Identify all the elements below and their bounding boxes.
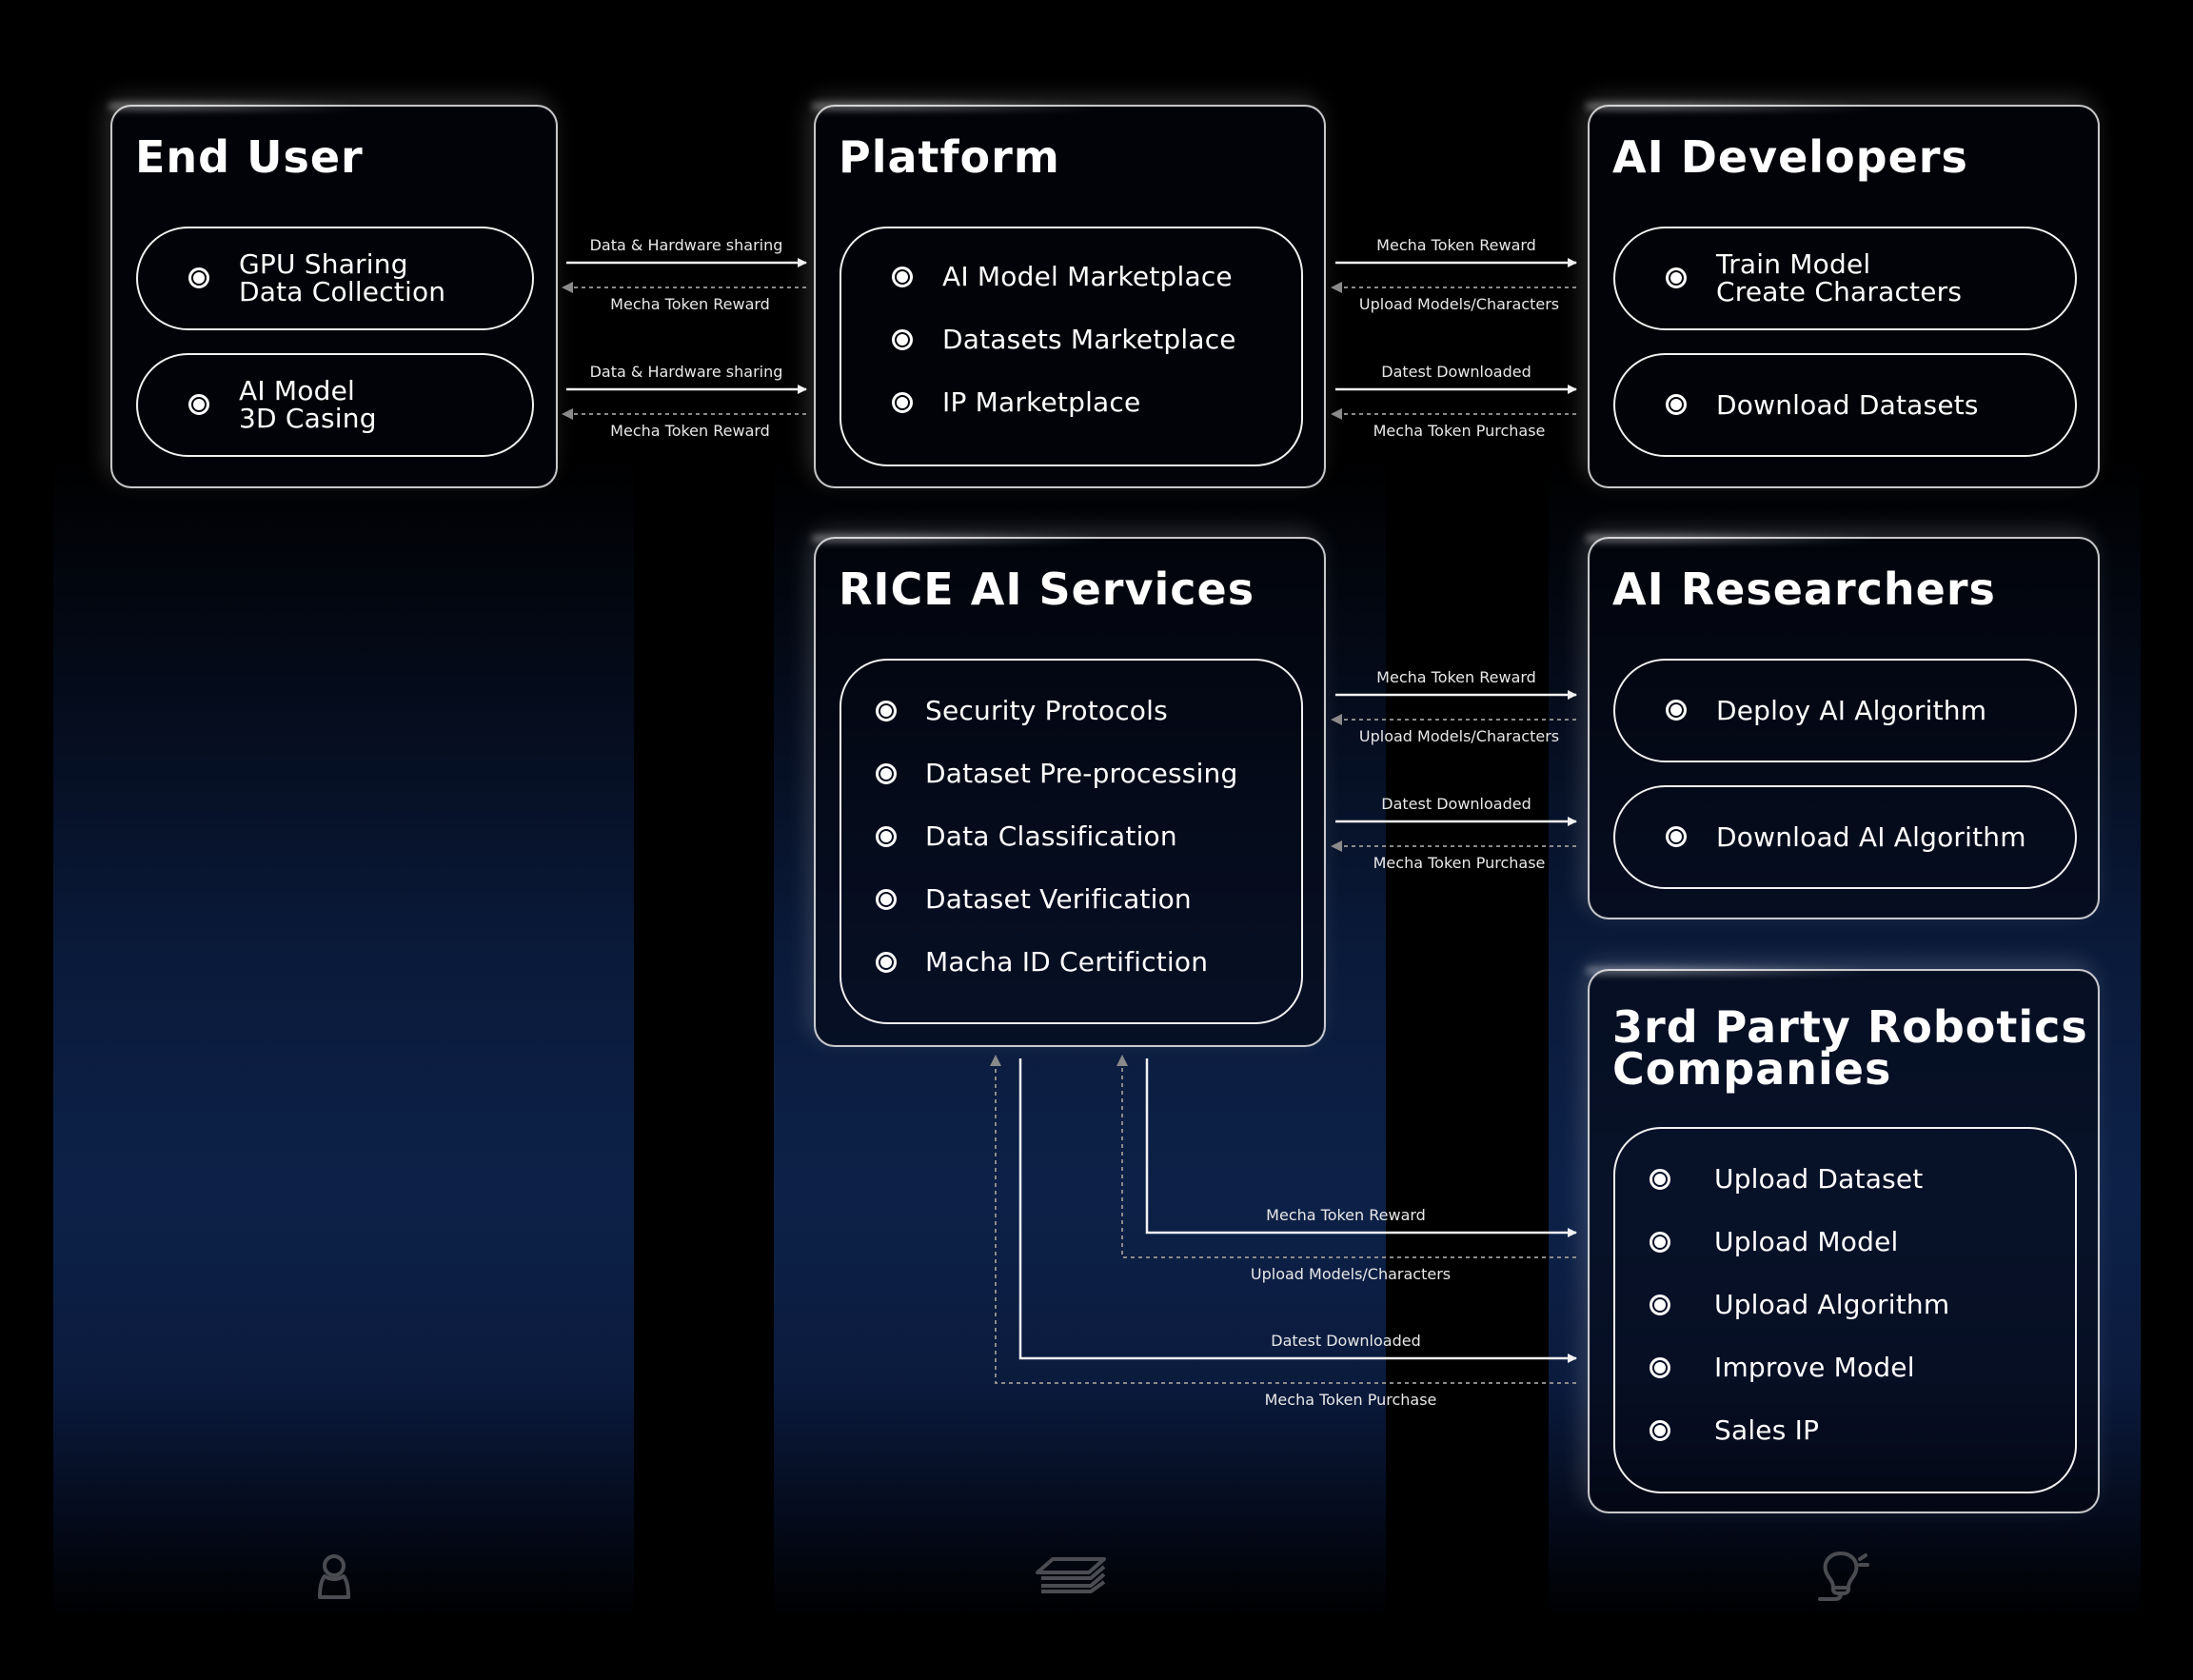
ai-developers-item-line: Download Datasets <box>1716 389 1979 421</box>
connector-label: Data & Hardware sharing <box>589 236 783 254</box>
rice-item[interactable]: Data Classification <box>925 820 1177 852</box>
ai-developers-item[interactable]: Train Model Create Characters <box>1613 227 2077 330</box>
platform-title: Platform <box>839 131 1060 183</box>
robotics-title-line1: 3rd Party Robotics <box>1612 1001 2088 1053</box>
platform-item[interactable]: AI Model Marketplace <box>942 261 1233 292</box>
end-user-item-line: Data Collection <box>239 276 446 307</box>
user-icon <box>318 1554 350 1599</box>
rice-item[interactable]: Dataset Pre-processing <box>925 758 1238 789</box>
connector-label: Upload Models/Characters <box>1358 295 1560 313</box>
robotics-item[interactable]: Upload Algorithm <box>1714 1289 1950 1320</box>
end-user-item-line: 3D Casing <box>239 403 377 434</box>
rice-ai-services-card: RICE AI Services Security Protocols Data… <box>814 537 1326 1047</box>
platform-item[interactable]: Datasets Marketplace <box>942 324 1236 355</box>
platform-card: Platform AI Model Marketplace Datasets M… <box>814 105 1326 488</box>
lightbulb-icon <box>1818 1551 1869 1601</box>
connector-label: Data & Hardware sharing <box>589 363 783 381</box>
arrow-forward-elbow <box>1018 1058 1577 1363</box>
robotics-items-group: Upload Dataset Upload Model Upload Algor… <box>1613 1127 2077 1493</box>
radio-bullet-icon <box>876 763 897 784</box>
ai-researchers-title: AI Researchers <box>1612 563 1996 615</box>
connector-label: Mecha Token Purchase <box>1373 422 1546 440</box>
robotics-item[interactable]: Upload Dataset <box>1714 1163 1924 1195</box>
connector-label: Mecha Token Reward <box>610 422 770 440</box>
connector-label: Datest Downloaded <box>1381 363 1531 381</box>
connector-label: Mecha Token Purchase <box>1264 1391 1437 1409</box>
radio-bullet-icon <box>1666 394 1687 415</box>
radio-bullet-icon <box>188 394 209 415</box>
arrow-forward-elbow <box>1145 1058 1577 1237</box>
radio-bullet-icon <box>1650 1295 1670 1315</box>
radio-bullet-icon <box>876 826 897 847</box>
ai-developers-item-line: Create Characters <box>1716 276 1963 307</box>
connector-label: Datest Downloaded <box>1381 795 1531 813</box>
radio-bullet-icon <box>1666 700 1687 721</box>
ai-researchers-item[interactable]: Download AI Algorithm <box>1613 785 2077 889</box>
arrow-backward-dashed-elbow <box>1116 1055 1576 1258</box>
end-user-card: End User GPU Sharing Data Collection AI … <box>110 105 558 488</box>
radio-bullet-icon <box>1650 1169 1670 1190</box>
radio-bullet-icon <box>188 267 209 288</box>
ai-researchers-item-label: Deploy AI Algorithm <box>1716 695 1987 726</box>
rice-ai-services-title: RICE AI Services <box>839 563 1255 615</box>
layers-icon <box>1036 1557 1106 1593</box>
connector-label: Mecha Token Reward <box>1266 1206 1426 1224</box>
rice-item[interactable]: Macha ID Certifiction <box>925 946 1209 978</box>
end-user-item[interactable]: GPU Sharing Data Collection <box>136 227 534 330</box>
radio-bullet-icon <box>892 392 913 413</box>
platform-item[interactable]: IP Marketplace <box>942 386 1141 418</box>
radio-bullet-icon <box>876 889 897 910</box>
end-user-item-line: AI Model <box>239 375 355 406</box>
connector-label: Mecha Token Purchase <box>1373 854 1546 872</box>
rice-item[interactable]: Security Protocols <box>925 695 1168 726</box>
radio-bullet-icon <box>1650 1357 1670 1378</box>
radio-bullet-icon <box>876 701 897 721</box>
end-user-item[interactable]: AI Model 3D Casing <box>136 353 534 457</box>
robotics-item[interactable]: Upload Model <box>1714 1226 1899 1257</box>
robotics-companies-card: 3rd Party Robotics Companies Upload Data… <box>1588 969 2100 1513</box>
robotics-title-line2: Companies <box>1612 1043 1892 1095</box>
robotics-item[interactable]: Sales IP <box>1714 1414 1820 1446</box>
radio-bullet-icon <box>1650 1420 1670 1441</box>
connector-label: Upload Models/Characters <box>1358 727 1560 745</box>
connector-label: Upload Models/Characters <box>1250 1265 1452 1283</box>
radio-bullet-icon <box>1666 826 1687 847</box>
rice-item[interactable]: Dataset Verification <box>925 883 1192 915</box>
ai-developers-item-line: Train Model <box>1716 248 1871 280</box>
end-user-item-line: GPU Sharing <box>239 248 408 280</box>
radio-bullet-icon <box>892 267 913 287</box>
connector-label: Mecha Token Reward <box>1376 236 1536 254</box>
rice-items-group: Security Protocols Dataset Pre-processin… <box>840 659 1303 1024</box>
platform-items-group: AI Model Marketplace Datasets Marketplac… <box>840 227 1303 466</box>
connector-label: Mecha Token Reward <box>610 295 770 313</box>
ai-developers-item[interactable]: Download Datasets <box>1613 353 2077 457</box>
radio-bullet-icon <box>892 329 913 350</box>
radio-bullet-icon <box>1650 1232 1670 1253</box>
ai-researchers-item-label: Download AI Algorithm <box>1716 821 2026 853</box>
ai-developers-card: AI Developers Train Model Create Charact… <box>1588 105 2100 488</box>
arrow-backward-dashed-elbow <box>990 1055 1576 1384</box>
robotics-item[interactable]: Improve Model <box>1714 1352 1915 1383</box>
radio-bullet-icon <box>1666 267 1687 288</box>
end-user-title: End User <box>135 131 364 183</box>
connector-label: Mecha Token Reward <box>1376 668 1536 686</box>
connector-label: Datest Downloaded <box>1271 1332 1421 1350</box>
ai-researchers-item[interactable]: Deploy AI Algorithm <box>1613 659 2077 762</box>
ai-researchers-card: AI Researchers Deploy AI Algorithm Downl… <box>1588 537 2100 919</box>
radio-bullet-icon <box>876 952 897 973</box>
ai-developers-title: AI Developers <box>1612 131 1968 183</box>
